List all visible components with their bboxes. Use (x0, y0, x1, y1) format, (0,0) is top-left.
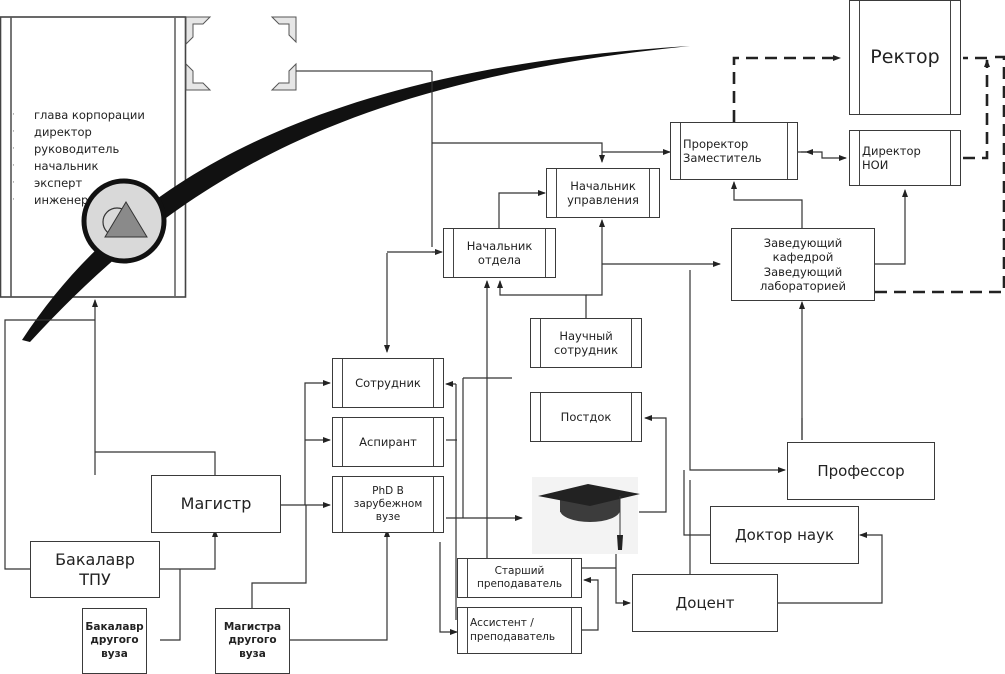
doctor-of-sciences-box: Доктор наук (710, 506, 859, 564)
swoosh-decoration (22, 46, 690, 342)
circle-triangle-emblem-icon (81, 178, 167, 264)
list-item: ·руководитель (12, 142, 120, 156)
list-item: ·инженер (12, 193, 89, 207)
docent-box: Доцент (632, 574, 778, 632)
head-of-department-box: Начальник отдела (443, 228, 556, 278)
postgraduate-box: Аспирант (332, 417, 444, 467)
position-list: ·глава корпорации ·директор ·руководител… (12, 107, 145, 209)
list-item: ·эксперт (12, 176, 83, 190)
professor-box: Профессор (787, 442, 935, 500)
postdoc-box: Постдок (530, 392, 642, 442)
left-panel (0, 16, 187, 298)
senior-lecturer-box: Старший преподаватель (457, 558, 582, 598)
rector-box: Ректор (849, 0, 961, 115)
list-item: ·глава корпорации (12, 108, 145, 122)
graduation-cap-icon (532, 477, 640, 554)
director-noi-box: Директор НОИ (849, 130, 961, 186)
researcher-box: Научный сотрудник (530, 318, 642, 368)
master-other-university-box: Магистра другого вуза (215, 608, 290, 674)
list-item: ·директор (12, 125, 92, 139)
head-of-management-box: Начальник управления (546, 168, 660, 218)
assistant-lecturer-box: Ассистент / преподаватель (457, 607, 582, 654)
corner-bracket-icon (185, 16, 297, 91)
phd-abroad-box: PhD В зарубежном вузе (332, 476, 444, 533)
employee-box: Сотрудник (332, 358, 444, 408)
prorector-box: Проректор Заместитель (670, 122, 798, 180)
head-of-chair-box: Заведующий кафедрой Заведующий лаборатор… (731, 228, 875, 301)
bachelor-other-university-box: Бакалавр другого вуза (82, 608, 147, 674)
bachelor-tpu-box: Бакалавр ТПУ (30, 541, 160, 598)
list-item: ·начальник (12, 159, 99, 173)
master-box: Магистр (151, 475, 281, 533)
